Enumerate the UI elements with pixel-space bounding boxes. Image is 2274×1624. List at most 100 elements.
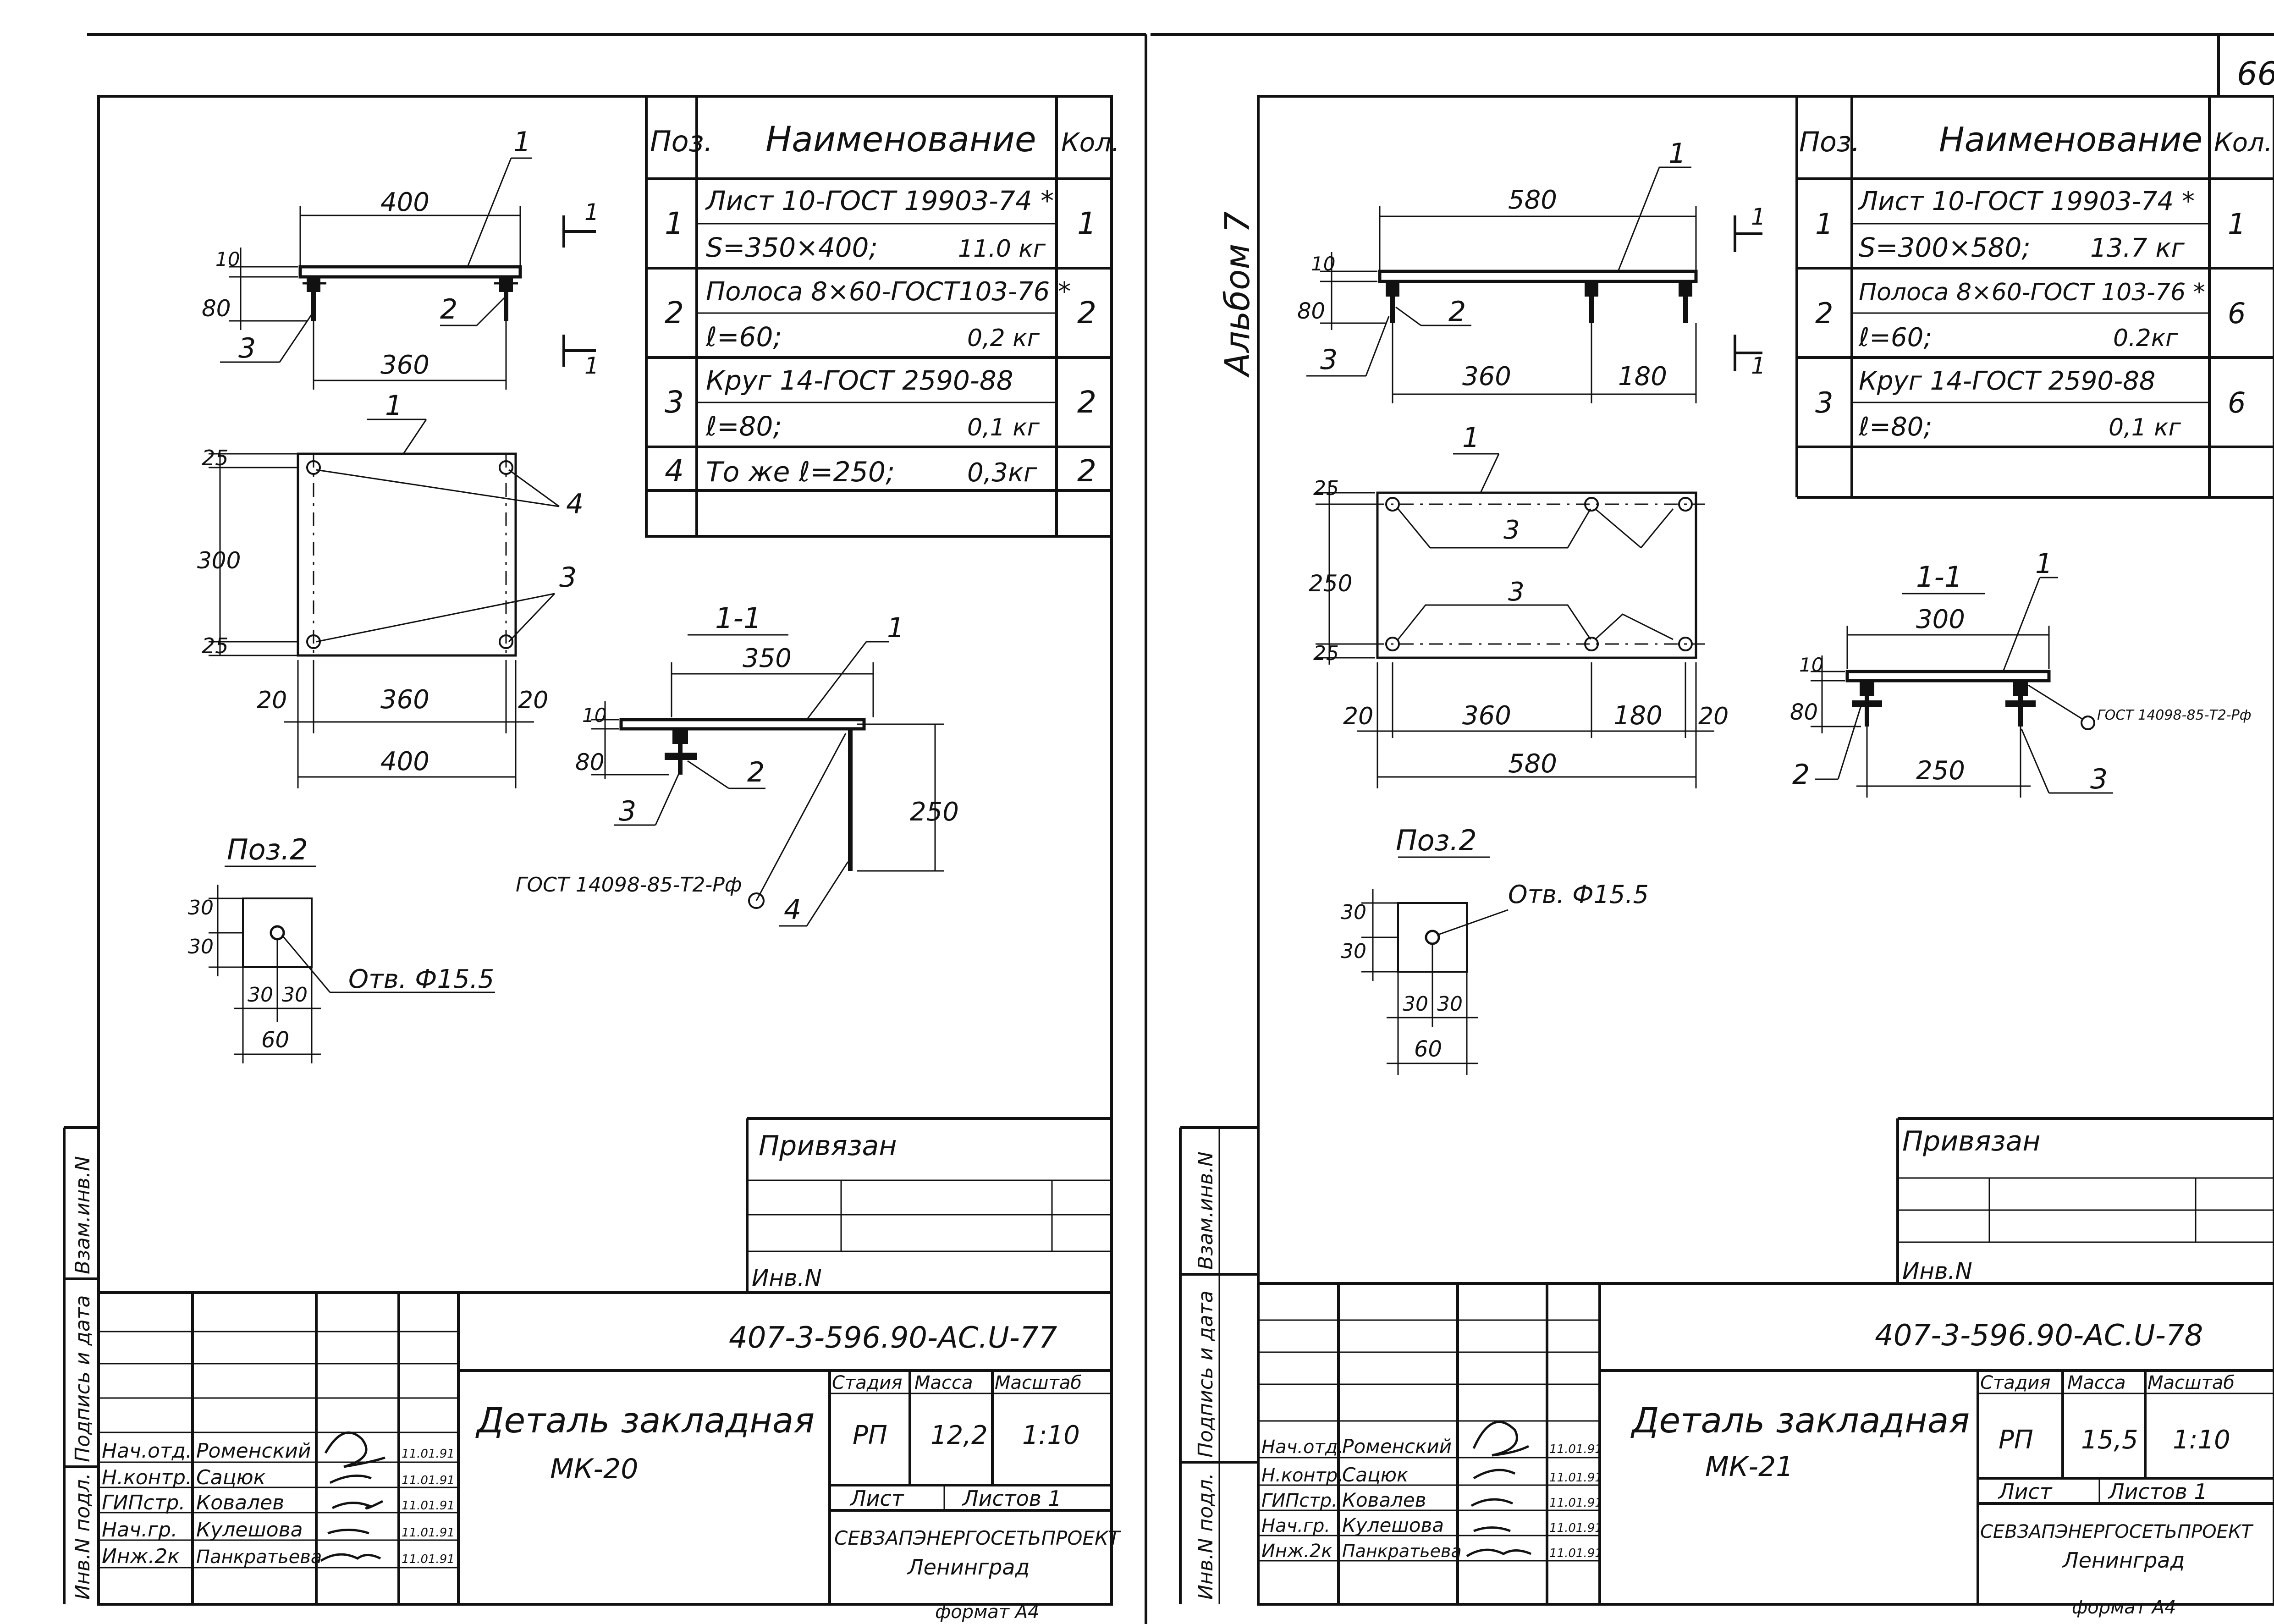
left-staff-name-2: Сацюк <box>196 1466 266 1489</box>
right-spec-line2a-3: ℓ=80; <box>1858 412 1932 442</box>
left-plan-label-3: 3 <box>559 562 577 594</box>
right-staff-name-2: Сацюк <box>1342 1464 1409 1486</box>
right-staff-name-5: Панкратьева <box>1342 1541 1462 1561</box>
right-sec-80: 80 <box>1790 699 1818 725</box>
right-side-invp: Инв.N подл. <box>1194 1473 1217 1600</box>
right-staff-date-3: 11.01.91 <box>1549 1496 1602 1510</box>
right-staff-date-5: 11.01.91 <box>1549 1547 1602 1560</box>
left-sec-label-4: 4 <box>784 894 801 926</box>
right-dim-10: 10 <box>1311 253 1335 275</box>
right-sec-label-3: 3 <box>2090 763 2108 795</box>
left-label-3: 3 <box>238 332 256 364</box>
left-sec-350: 350 <box>743 644 792 673</box>
left-p2-30a: 30 <box>188 896 214 919</box>
left-format: формат А4 <box>935 1602 1040 1623</box>
left-plan-25a: 25 <box>202 446 229 470</box>
left-spec-line2a-3: ℓ=80; <box>705 411 782 442</box>
left-p2-30c: 30 <box>248 983 273 1007</box>
right-plan-580: 580 <box>1508 749 1557 779</box>
right-poz2-title: Поз.2 <box>1396 824 1477 857</box>
right-hole: Отв. Ф15.5 <box>1508 880 1649 909</box>
right-p2-30c: 30 <box>1403 992 1428 1016</box>
right-spec-line2a-2: ℓ=60; <box>1858 323 1932 352</box>
left-scale-header: Масштаб <box>995 1372 1082 1393</box>
left-spec-pos-1: 1 <box>665 206 684 241</box>
right-staff-role-1: Нач.отд. <box>1261 1437 1343 1458</box>
right-spec-line2b-2: 0.2кг <box>2113 325 2178 352</box>
left-spec-line1-4: То же ℓ=250; <box>706 456 895 488</box>
right-spec-header-qty: Кол. <box>2214 128 2273 158</box>
left-spec-line2a-1: S=350×400; <box>706 232 878 263</box>
right-plan-label-1: 1 <box>1462 422 1480 454</box>
right-plan-25b: 25 <box>1313 642 1339 665</box>
left-mass: 12,2 <box>931 1420 988 1450</box>
left-privyazan: Привязан <box>759 1130 897 1162</box>
left-spec-header-qty: Кол. <box>1061 128 1120 158</box>
left-staff-name-5: Панкратьева <box>196 1547 322 1568</box>
right-plan-180: 180 <box>1613 701 1663 731</box>
left-label-1: 1 <box>513 126 531 158</box>
right-inv: Инв.N <box>1902 1258 1972 1284</box>
right-sheets-header: Листов 1 <box>2108 1479 2208 1504</box>
left-spec-line1-1: Лист 10-ГОСТ 19903-74 * <box>705 185 1054 216</box>
left-scale: 1:10 <box>1022 1420 1080 1450</box>
right-dim-360-top: 360 <box>1462 362 1511 391</box>
right-spec-qty-2: 6 <box>2228 297 2246 330</box>
right-staff-date-2: 11.01.91 <box>1549 1471 1602 1485</box>
left-signatures <box>320 1431 385 1562</box>
right-side-podp: Подпись и дата <box>1194 1291 1217 1458</box>
right-spec-line2b-1: 13.7 кг <box>2090 233 2185 263</box>
left-sec-label-2: 2 <box>747 756 765 788</box>
left-title-2: МК-20 <box>550 1453 638 1485</box>
right-spec-pos-3: 3 <box>1815 386 1833 419</box>
right-org: СЕВЗАПЭНЕРГОСЕТЬПРОЕКТ <box>1980 1521 2254 1542</box>
right-scale: 1:10 <box>2173 1425 2230 1455</box>
right-plan-360: 360 <box>1462 701 1511 731</box>
left-staff-date-2: 11.01.91 <box>402 1474 455 1487</box>
left-side-invp: Инв.N подл. <box>71 1473 94 1600</box>
right-staff-role-2: Н.контр. <box>1261 1465 1343 1486</box>
left-p2-30b: 30 <box>188 935 214 958</box>
right-page-number: 66 <box>2237 55 2274 93</box>
right-staff-role-3: ГИПстр. <box>1261 1490 1338 1511</box>
right-sec-10: 10 <box>1799 654 1823 676</box>
right-dim-80: 80 <box>1297 298 1325 324</box>
left-title-1: Деталь закладная <box>475 1400 815 1441</box>
left-plan-300: 300 <box>197 547 241 574</box>
left-dim-10: 10 <box>215 248 240 270</box>
right-spec-qty-3: 6 <box>2228 386 2246 419</box>
left-sheet-header: Лист <box>849 1486 904 1511</box>
left-dim-400-top: 400 <box>380 187 429 217</box>
right-plan-25a: 25 <box>1313 477 1339 500</box>
left-texts: Поз. Наименование Кол. 1 Лист 10-ГОСТ 19… <box>71 119 1122 1623</box>
left-plan-25b: 25 <box>202 633 229 658</box>
left-sec-80: 80 <box>575 749 605 776</box>
right-mass: 15,5 <box>2081 1425 2138 1455</box>
left-staff-date-3: 11.01.91 <box>402 1499 455 1513</box>
right-side-vzam: Взам.инв.N <box>1194 1151 1217 1270</box>
left-plan-400: 400 <box>380 747 429 776</box>
right-p2-30b: 30 <box>1341 940 1366 963</box>
right-spec-line2b-3: 0,1 кг <box>2109 414 2181 441</box>
left-spec-line2b-3: 0,1 кг <box>967 414 1040 441</box>
left-spec-qty-3: 2 <box>1077 385 1096 420</box>
left-spec-line1-2: Полоса 8×60-ГОСТ103-76 * <box>706 277 1071 307</box>
left-sec-label-1: 1 <box>887 612 904 644</box>
right-sec-label-2: 2 <box>1792 759 1810 791</box>
right-spec-qty-1: 1 <box>2228 207 2246 241</box>
right-p2-60: 60 <box>1414 1036 1442 1062</box>
left-staff-date-4: 11.01.91 <box>402 1526 455 1540</box>
right-plan-250: 250 <box>1309 570 1352 597</box>
left-hole: Отв. Ф15.5 <box>348 964 494 994</box>
right-staff-role-5: Инж.2к <box>1261 1541 1332 1562</box>
right-label-1: 1 <box>1668 138 1686 170</box>
right-staff-name-4: Кулешова <box>1342 1514 1444 1536</box>
left-org: СЕВЗАПЭНЕРГОСЕТЬПРОЕКТ <box>834 1527 1122 1549</box>
left-sec-250: 250 <box>910 797 959 827</box>
left-stage-header: Стадия <box>832 1372 902 1393</box>
right-sec-250: 250 <box>1916 756 1965 786</box>
left-staff-name-3: Ковалев <box>196 1491 284 1514</box>
right-spec-line2a-1: S=300×580; <box>1859 232 2031 263</box>
left-plan-360: 360 <box>380 685 429 715</box>
